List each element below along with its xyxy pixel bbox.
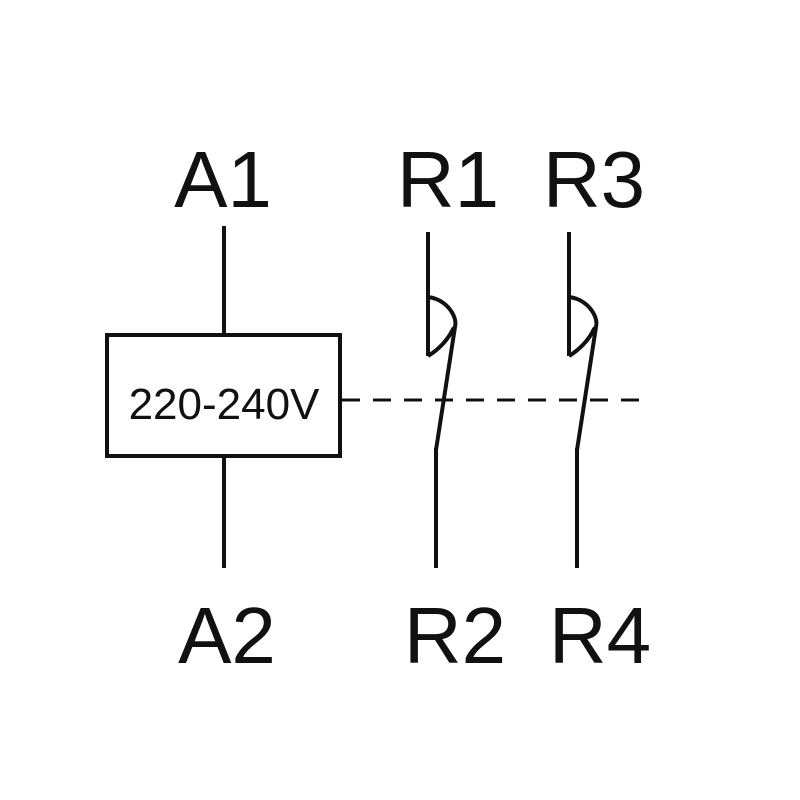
contact-r1-r2 bbox=[426, 232, 458, 568]
terminal-label-r1: R1 bbox=[397, 135, 499, 224]
contact-r3-r4 bbox=[567, 232, 599, 568]
contact-r1-blade bbox=[434, 326, 457, 451]
coil-box bbox=[105, 333, 342, 458]
coil-voltage-label: 220-240V bbox=[129, 380, 320, 429]
terminal-label-r4: R4 bbox=[549, 591, 651, 680]
terminal-label-a1: A1 bbox=[174, 135, 272, 224]
terminal-label-a2: A2 bbox=[178, 591, 276, 680]
terminal-label-r2: R2 bbox=[404, 591, 506, 680]
contact-r3-blade bbox=[575, 326, 598, 451]
terminal-label-r3: R3 bbox=[543, 135, 645, 224]
